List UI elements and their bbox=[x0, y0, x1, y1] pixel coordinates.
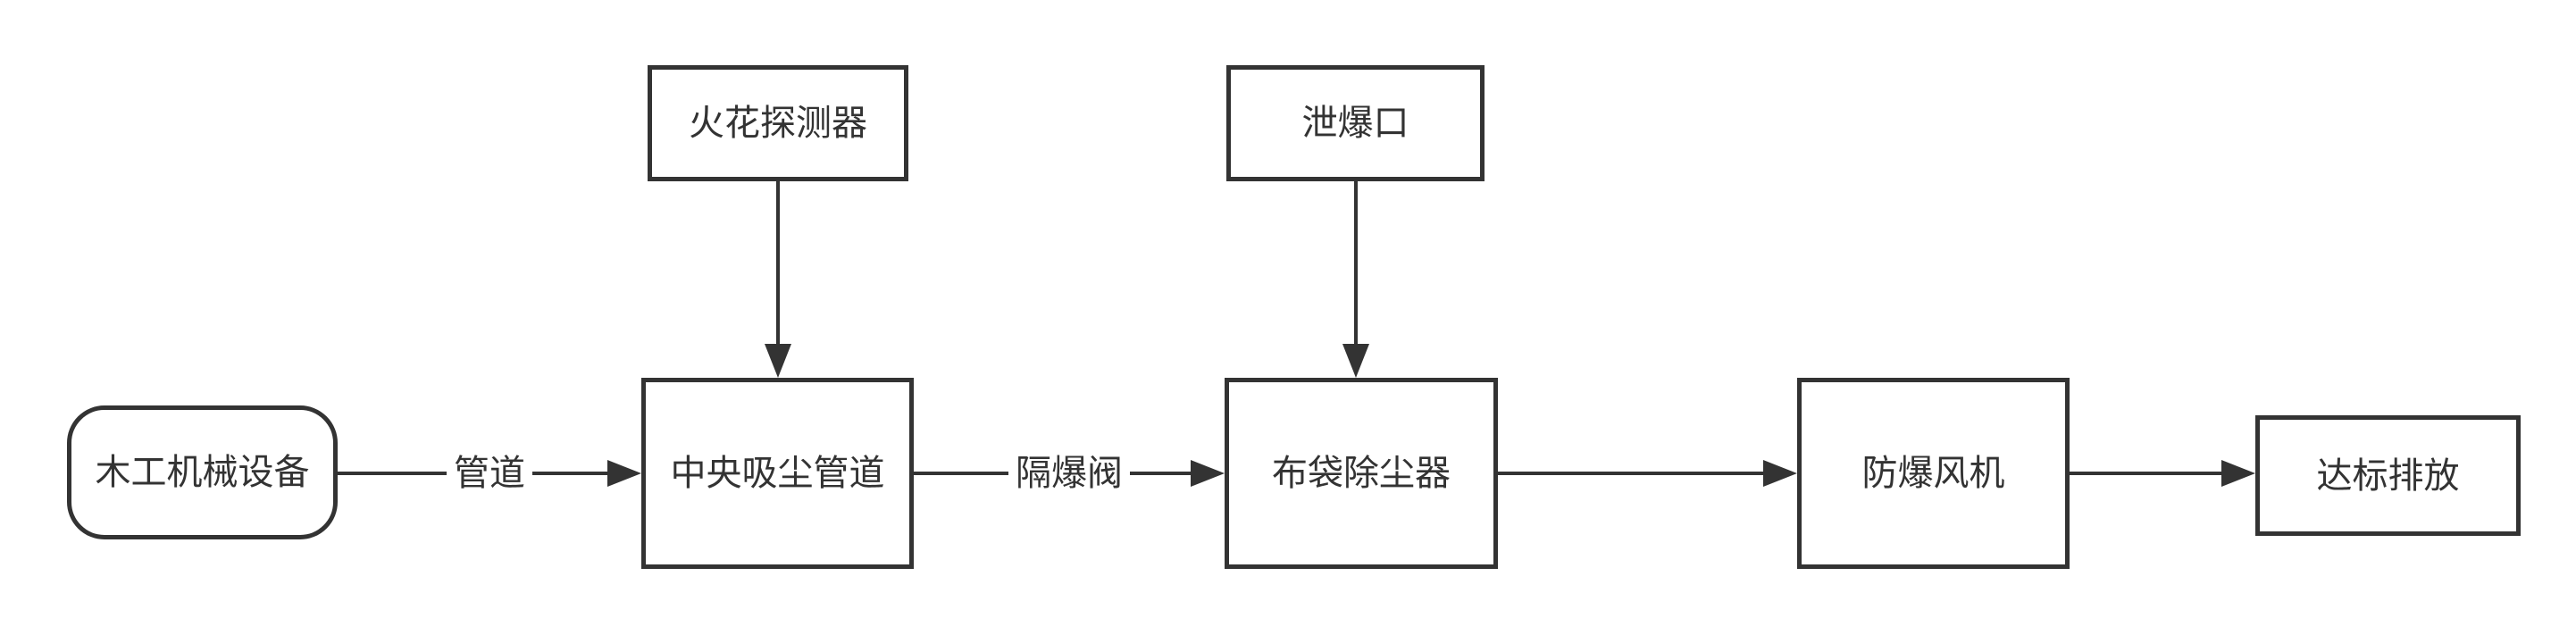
node-label: 泄爆口 bbox=[1301, 104, 1409, 143]
node-bag-dust-collector[interactable]: 布袋除尘器 bbox=[1225, 378, 1498, 569]
node-label: 布袋除尘器 bbox=[1272, 454, 1451, 493]
node-label: 防爆风机 bbox=[1861, 454, 2005, 493]
arrowhead-icon bbox=[765, 344, 791, 378]
edge-label-isolation-valve[interactable]: 隔爆阀 bbox=[1008, 451, 1130, 496]
arrowhead-icon bbox=[1191, 460, 1225, 487]
node-compliant-discharge[interactable]: 达标排放 bbox=[2255, 415, 2521, 536]
edge-spark-detector-to-central-duct[interactable] bbox=[765, 181, 791, 378]
arrowhead-icon bbox=[1763, 460, 1797, 487]
node-label: 火花探测器 bbox=[689, 104, 867, 143]
node-woodworking-equipment[interactable]: 木工机械设备 bbox=[67, 405, 338, 539]
edge-explosion-vent-to-bag-filter[interactable] bbox=[1342, 181, 1369, 378]
node-label: 木工机械设备 bbox=[95, 453, 310, 492]
node-label: 中央吸尘管道 bbox=[670, 454, 885, 493]
edge-fan-to-discharge[interactable] bbox=[2070, 460, 2255, 487]
arrowhead-icon bbox=[1342, 344, 1369, 378]
node-label: 达标排放 bbox=[2316, 455, 2460, 496]
node-central-dust-duct[interactable]: 中央吸尘管道 bbox=[641, 378, 914, 569]
arrowhead-icon bbox=[607, 460, 641, 487]
node-explosion-vent[interactable]: 泄爆口 bbox=[1226, 65, 1485, 181]
node-spark-detector[interactable]: 火花探测器 bbox=[648, 65, 908, 181]
edge-label-pipe[interactable]: 管道 bbox=[447, 451, 532, 496]
node-explosion-proof-fan[interactable]: 防爆风机 bbox=[1797, 378, 2070, 569]
edge-bag-filter-to-fan[interactable] bbox=[1498, 460, 1797, 487]
arrowhead-icon bbox=[2221, 460, 2255, 487]
